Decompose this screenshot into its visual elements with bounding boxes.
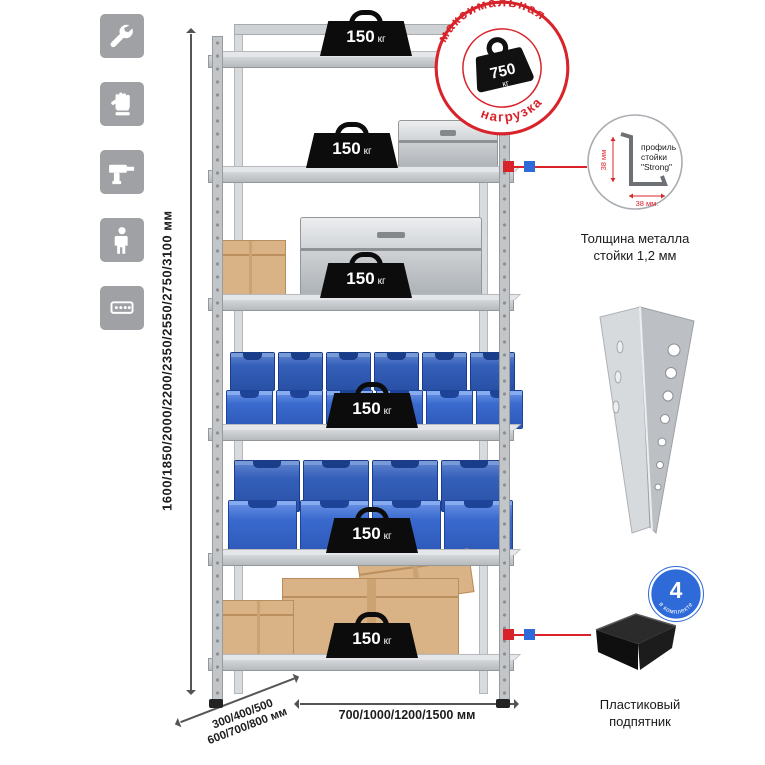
rack-post-left	[212, 36, 223, 702]
gloves-glyph	[111, 92, 130, 116]
storage-bin	[276, 390, 323, 429]
max-load-stamp: максимальная нагрузка 750 кг	[416, 0, 589, 154]
load-unit: кг	[377, 276, 386, 287]
load-value: 150	[352, 399, 381, 418]
height-dimension-label: 1600/1850/2000/2200/2350/2550/2750/3100 …	[159, 210, 175, 512]
cardboard-box	[214, 240, 286, 299]
weight-handle	[335, 122, 369, 141]
callout-marker-blue	[524, 161, 535, 172]
callout-marker-blue	[524, 629, 535, 640]
callout-line	[505, 634, 591, 636]
foot-caption-line2: подпятник	[609, 714, 671, 729]
plastic-foot-image	[595, 613, 677, 670]
width-dimension-label: 700/1000/1200/1500 мм	[338, 708, 476, 722]
profile-caption: Толщина металла стойки 1,2 мм	[572, 230, 698, 264]
foot-caption-line1: Пластиковый	[599, 697, 681, 712]
profile-callout: 38 мм 38 мм. профиль стойки "Strong"	[587, 114, 683, 210]
storage-bin-row	[230, 352, 515, 391]
wrench-icon	[100, 14, 144, 58]
wrench-glyph	[110, 24, 133, 48]
profile-caption-line2: стойки 1,2 мм	[593, 248, 677, 263]
cardboard-box	[222, 600, 294, 659]
feature-icon-column	[100, 14, 144, 354]
max-load-stamp-svg: максимальная нагрузка 750 кг	[428, 0, 570, 136]
storage-bin	[226, 390, 273, 429]
height-arrow-bottom	[185, 690, 196, 695]
load-value: 150	[346, 269, 375, 288]
stamp-value: 750	[488, 60, 517, 82]
drill-glyph	[109, 164, 135, 185]
height-arrow-top	[185, 28, 196, 33]
callout-line	[505, 166, 587, 168]
callout-marker-red	[503, 629, 514, 640]
weight-handle	[349, 252, 383, 271]
stamp-weight-body	[475, 47, 534, 93]
load-value: 150	[352, 629, 381, 648]
shelf	[208, 658, 514, 671]
width-arrow-right	[514, 698, 519, 709]
depth-arrow-left	[172, 717, 182, 729]
load-unit: кг	[377, 34, 386, 45]
weight-handle	[355, 612, 389, 631]
profile-dim-vertical: 38 мм	[599, 150, 608, 171]
depth-arrow-right	[292, 671, 301, 683]
perforated-profile-glyph	[110, 301, 134, 314]
profile-title-2: стойки	[641, 152, 667, 162]
width-dimension-line	[300, 703, 514, 705]
weight-handle	[355, 382, 389, 401]
storage-bin	[230, 352, 275, 391]
load-unit: кг	[383, 406, 392, 417]
profile-dim-horizontal: 38 мм.	[636, 199, 659, 208]
callout-marker-red	[503, 161, 514, 172]
storage-bin	[422, 352, 467, 391]
profile-shape	[620, 132, 668, 186]
profile-caption-line1: Толщина металла	[580, 231, 690, 246]
gloves-icon	[100, 82, 144, 126]
included-count-badge: 4 в комплекте	[648, 566, 704, 622]
shelf	[208, 298, 514, 311]
width-arrow-left	[294, 698, 299, 709]
perforated-profile-icon	[100, 286, 144, 330]
profile-title-1: профиль	[641, 142, 677, 152]
weight-handle	[355, 507, 389, 526]
foot-caption: Пластиковый подпятник	[570, 696, 710, 730]
load-value: 150	[346, 27, 375, 46]
weight-handle	[349, 10, 383, 29]
load-unit: кг	[363, 146, 372, 157]
rack-foot-left	[209, 699, 223, 708]
load-unit: кг	[383, 531, 392, 542]
load-value: 150	[332, 139, 361, 158]
shelf	[208, 170, 514, 183]
profile-title-3: "Strong"	[641, 162, 672, 172]
shelf	[208, 553, 514, 566]
shelf	[208, 428, 514, 441]
load-unit: кг	[383, 636, 392, 647]
corner-post-image	[599, 306, 695, 535]
drill-icon	[100, 150, 144, 194]
height-dimension-line	[190, 34, 192, 692]
rack-foot-right	[496, 699, 510, 708]
storage-bin	[278, 352, 323, 391]
person-icon	[100, 218, 144, 262]
badge-number: 4	[670, 577, 683, 603]
stamp-unit: кг	[501, 78, 509, 88]
load-value: 150	[352, 524, 381, 543]
storage-bin	[228, 500, 297, 554]
person-glyph	[114, 227, 128, 254]
